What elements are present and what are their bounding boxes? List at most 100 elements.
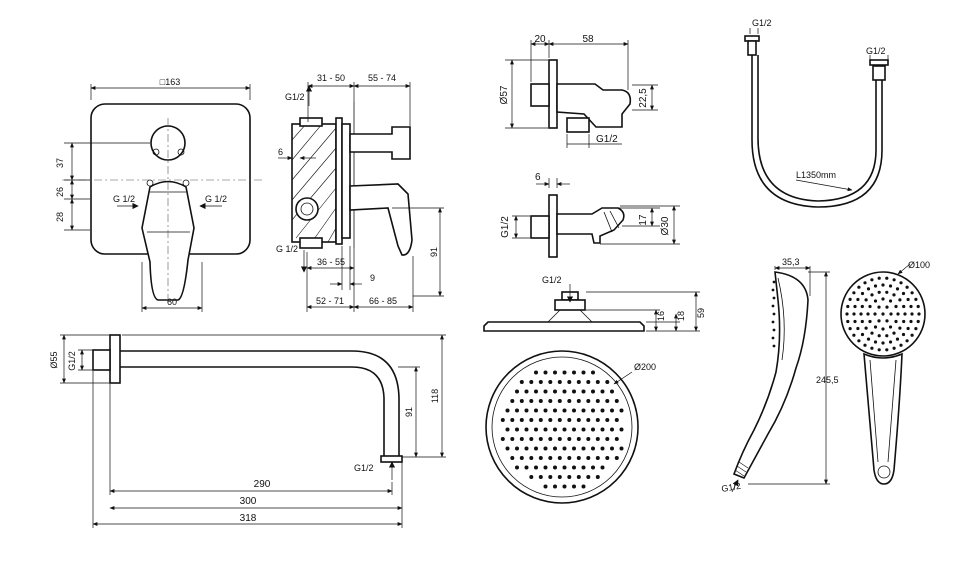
outlet-flange (548, 59, 558, 129)
nozzle-dot (595, 475, 600, 479)
nozzle-dot (772, 296, 776, 300)
nozzle-dot (894, 304, 898, 309)
nozzle-dot (877, 276, 881, 280)
nozzle-dot (595, 418, 600, 422)
nozzle-dot (543, 427, 548, 432)
holder-dim-6: 6 (535, 172, 541, 183)
nozzle-dot (917, 312, 921, 316)
nozzle-dot (881, 341, 885, 345)
nozzle-dot (567, 456, 572, 460)
nozzle-dot (548, 418, 553, 422)
rain-dia200: Ø200 (634, 362, 656, 372)
nozzle-dot (591, 370, 595, 375)
nozzle-dot (524, 408, 529, 413)
nozzle-dot (771, 304, 775, 308)
nozzle-dot (895, 287, 900, 291)
side-top-g12: G1/2 (285, 92, 305, 102)
nozzle-dot (591, 389, 595, 394)
nozzle-dot (581, 408, 586, 413)
nozzle-dot (619, 408, 624, 413)
nozzle-dot (899, 281, 903, 285)
hose-length: L1350mm (796, 170, 836, 180)
dim-26-label: 26 (55, 187, 65, 197)
nozzle-dot (888, 325, 893, 329)
nozzle-dot (888, 299, 893, 303)
nozzle-dot (864, 298, 868, 302)
hand-dim-35-3: 35,3 (782, 257, 800, 267)
nozzle-dot (852, 333, 856, 337)
nozzle-dot (548, 399, 553, 403)
rain-dim-16: 16 (656, 311, 666, 321)
nozzle-dot (881, 297, 885, 301)
nozzle-dot (505, 427, 510, 432)
nozzle-dot (572, 484, 576, 489)
nozzle-dot (889, 312, 893, 316)
nozzle-dot (906, 326, 910, 331)
dim-36-55: 36 - 55 (317, 257, 345, 267)
holder-g12: G1/2 (500, 216, 511, 238)
nozzle-dot (510, 437, 515, 441)
rough-in-box (291, 123, 337, 243)
nozzle-dot (846, 304, 850, 309)
nozzle-dot (543, 484, 548, 489)
nozzle-dot (899, 343, 903, 347)
rain-nozzle-grid (500, 370, 624, 489)
arm-dim-91: 91 (404, 407, 414, 417)
hand-shower-side (732, 271, 809, 480)
outlet-dim-22-5: 22,5 (638, 88, 649, 108)
nozzle-dot (610, 446, 614, 451)
nozzle-dot (538, 380, 543, 384)
nozzle-dot (595, 437, 600, 441)
hose-view: G1/2 G1/2 L1350mm (744, 18, 889, 208)
diverter-knob-side (349, 126, 411, 160)
shower-arm-view: Ø55 G1/2 118 91 G1/2 290 300 318 (49, 334, 446, 528)
nozzle-dot (866, 312, 870, 316)
nozzle-dot (524, 389, 529, 394)
nozzle-dot (576, 418, 581, 422)
nozzle-dot (572, 408, 576, 413)
nozzle-dot (595, 399, 600, 403)
nozzle-dot (860, 304, 864, 309)
nozzle-dot (771, 288, 775, 292)
rain-g12: G1/2 (542, 275, 562, 285)
nozzle-dot (562, 389, 567, 394)
nozzle-dot (898, 326, 902, 330)
side-port (295, 197, 319, 221)
nozzle-dot (557, 418, 562, 422)
nozzle-dot (885, 305, 889, 309)
nozzle-dot (581, 370, 586, 375)
nozzle-dot (567, 399, 572, 403)
hand-shower-face (840, 271, 926, 357)
nozzle-dot (772, 312, 776, 316)
screw-hole (177, 148, 185, 156)
nozzle-dot (515, 427, 519, 432)
nozzle-dot (529, 418, 534, 422)
nozzle-dot (857, 339, 861, 343)
nozzle-dot (529, 437, 534, 441)
nozzle-dot (562, 446, 567, 451)
nozzle-dot (892, 346, 896, 350)
nozzle-dot (543, 389, 548, 394)
nozzle-dot (548, 380, 553, 384)
nozzle-dot (906, 297, 910, 302)
nozzle-dot (772, 280, 776, 284)
nozzle-dot (902, 304, 906, 309)
nozzle-dot (538, 437, 543, 441)
nozzle-dot (529, 475, 534, 479)
arm-g12-right: G1/2 (354, 463, 374, 473)
nozzle-dot (888, 284, 893, 288)
nozzle-dot (863, 281, 867, 285)
nozzle-dot (562, 484, 567, 489)
nozzle-dot (605, 437, 610, 441)
lever-detail (147, 191, 190, 233)
nozzle-dot (877, 348, 881, 352)
nozzle-dot (500, 418, 505, 422)
nozzle-dot (901, 291, 906, 296)
nozzle-dot (910, 333, 914, 337)
nozzle-dot (877, 319, 881, 323)
nozzle-dot (873, 312, 877, 316)
nozzle-dot (591, 427, 595, 432)
nozzle-dot (885, 276, 889, 280)
nozzle-dot (605, 456, 610, 460)
nozzle-dot (772, 344, 776, 348)
